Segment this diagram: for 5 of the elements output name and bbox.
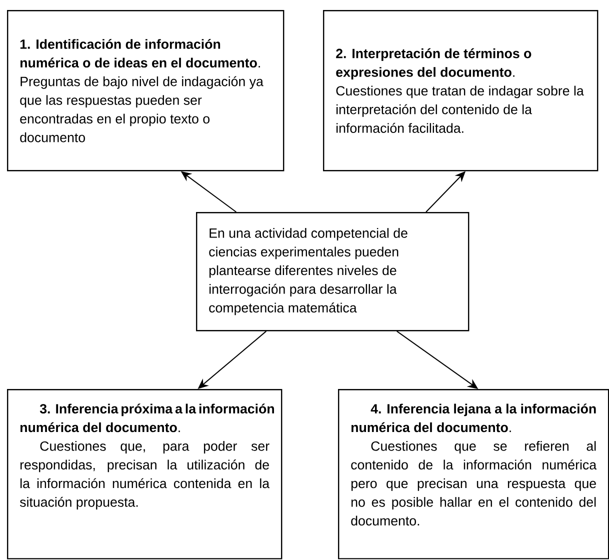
- text-box: 4. Inferencia lejana a la información numérica del documento. Cuestiones que se refieren al contenido de la información numérica pero que precisan una respuesta que no es posible hallar en el contenido del documento.: [338, 389, 609, 560]
- text-box: 2. Interpretación de términos o expresiones del documento. Cuestiones que tratan de indagar sobre la interpretación del contenido de la información facilitada.: [323, 10, 598, 172]
- text-box: 1. Identificación de información numérica o de ideas en el documento. Preguntas de bajo nivel de indagación ya que las respuestas pueden ser encontradas en el propio texto o documento: [7, 10, 284, 172]
- text-box: En una actividad competencial de ciencias experimentales pueden plantearse diferentes niveles de interrogación para desarrollar la competencia matemática: [196, 212, 470, 332]
- text-box: 3. Inferencia próxima a la información numérica del documento. Cuestiones que, para poder ser respondidas, precisan la utilización de la información numérica contenida en la situación propuesta.: [7, 389, 282, 560]
